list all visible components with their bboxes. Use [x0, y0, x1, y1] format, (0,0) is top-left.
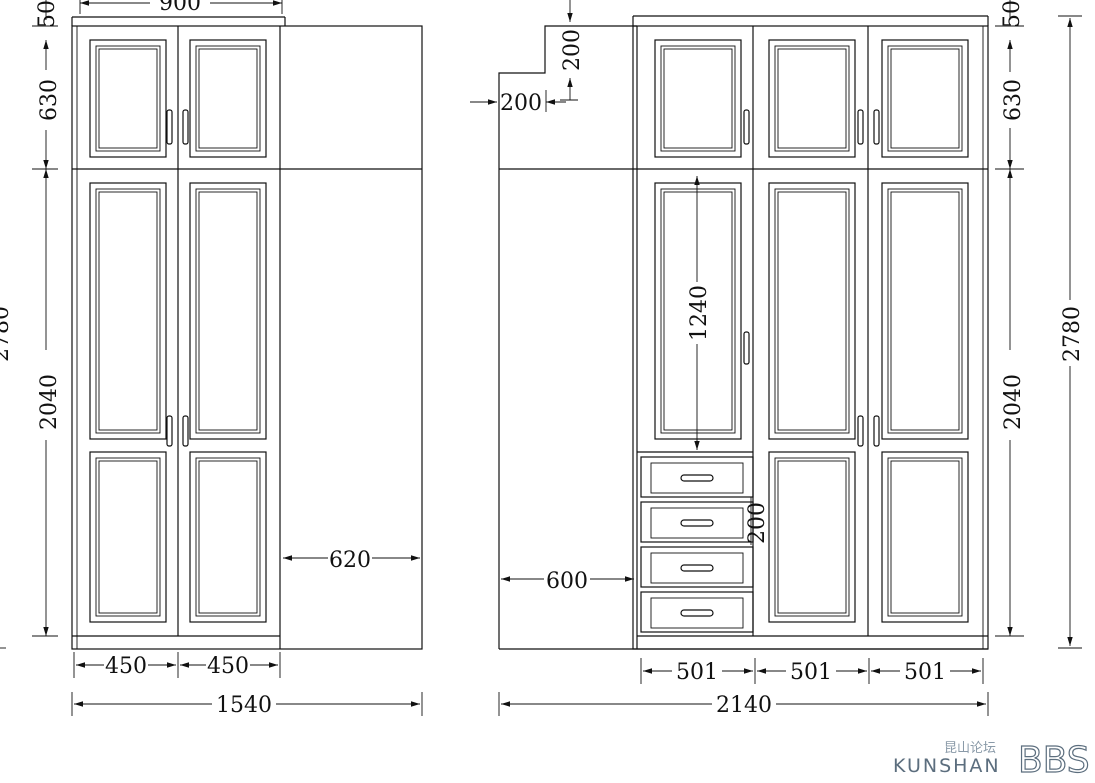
handle-icon [873, 415, 880, 447]
drawer [640, 546, 754, 588]
dim-right-upper-height: 630 [1001, 79, 1026, 121]
drawer [640, 501, 754, 543]
dim-right-step-height: 200 [560, 29, 585, 71]
left-upper-door-2 [189, 39, 267, 158]
watermark-logo: BBS [1018, 740, 1090, 781]
right-wardrobe-outline [632, 25, 989, 650]
handle-icon [873, 109, 880, 145]
watermark-en: KUNSHAN [893, 755, 1001, 777]
dim-left-top-width: 900 [159, 0, 201, 16]
handle-icon [743, 331, 750, 365]
right-upper-door-2 [768, 39, 856, 158]
dim-left-lower-height: 2040 [37, 374, 62, 430]
right-upper-door-1 [654, 39, 742, 158]
dim-right-drawer-height: 200 [745, 502, 770, 544]
drawer-handle-icon [680, 609, 714, 617]
dim-left-upper-height: 630 [37, 79, 62, 121]
handle-icon [743, 109, 750, 145]
handle-icon [182, 109, 189, 145]
dim-right-glass-height: 1240 [687, 285, 712, 341]
right-tall-panel-2 [768, 182, 856, 440]
dim-right-overall-width: 2140 [716, 693, 772, 718]
drawer-handle-icon [680, 564, 714, 572]
left-tall-panel-1 [89, 182, 167, 440]
watermark: 昆山论坛 KUNSHAN BBS [893, 739, 1090, 781]
dim-right-side-depth: 600 [546, 569, 588, 594]
handle-icon [166, 109, 173, 145]
handle-icon [857, 415, 864, 447]
left-wardrobe-outline [71, 25, 423, 650]
drawer-handle-icon [680, 519, 714, 527]
right-upper-door-3 [881, 39, 969, 158]
dim-right-door-width-3: 501 [904, 660, 946, 685]
dim-left-side-depth: 620 [329, 548, 371, 573]
drawer [640, 591, 754, 633]
left-bottom-panel-1 [89, 451, 167, 623]
dim-right-door-width-2: 501 [790, 660, 832, 685]
left-tall-panel-2 [189, 182, 267, 440]
drawer [640, 456, 754, 498]
handle-icon [166, 415, 173, 447]
dim-right-door-width-1: 501 [676, 660, 718, 685]
left-bottom-panel-2 [189, 451, 267, 623]
right-tall-panel-3 [881, 182, 969, 440]
dim-left-top-strip: 50 [35, 0, 60, 28]
right-elevation: 200 200 1240 200 600 50 630 2040 2780 [470, 0, 1085, 718]
left-upper-door-1 [89, 39, 167, 158]
dim-right-lower-height: 2040 [1001, 374, 1026, 430]
right-bottom-panel-2 [768, 451, 856, 623]
left-elevation: 900 50 630 2040 2780 620 450 450 1 [0, 0, 423, 718]
dim-left-total-height: 2780 [0, 306, 14, 362]
right-bottom-panel-3 [881, 451, 969, 623]
handle-icon [857, 109, 864, 145]
dim-left-overall-width: 1540 [216, 693, 272, 718]
dim-right-step-width: 200 [500, 91, 542, 116]
dim-right-total-height: 2780 [1060, 306, 1085, 362]
dim-left-door-width-2: 450 [207, 654, 249, 679]
dim-left-door-width-1: 450 [105, 654, 147, 679]
watermark-cn: 昆山论坛 [944, 741, 996, 756]
dim-right-top-strip: 50 [1000, 0, 1025, 28]
handle-icon [182, 415, 189, 447]
drawer-handle-icon [680, 474, 714, 482]
